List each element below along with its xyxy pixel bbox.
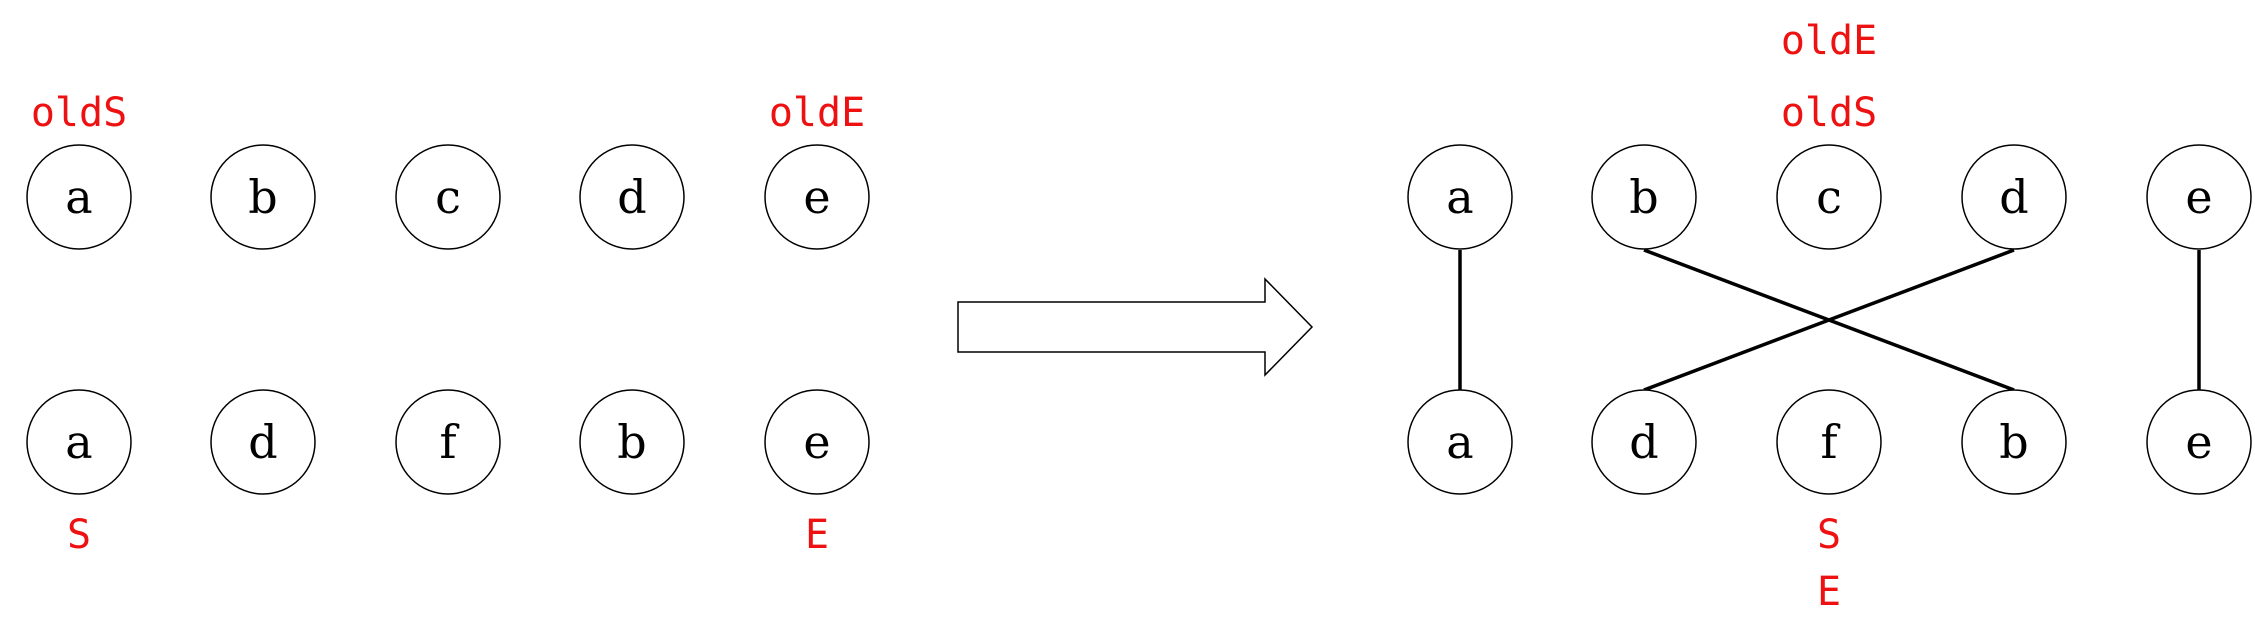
new-node-d: d — [1591, 389, 1697, 495]
old-node-a: a — [1407, 144, 1513, 250]
new-node-a: a — [26, 389, 132, 495]
new-node-e: e — [2146, 389, 2252, 495]
old-node-d: d — [1961, 144, 2067, 250]
after-panel: a b c d e a d f — [1407, 18, 2252, 615]
new-node-label: e — [803, 415, 830, 469]
old-node-c: c — [1776, 144, 1882, 250]
old-node-label: e — [803, 170, 830, 224]
old-node-label: d — [1999, 170, 2028, 224]
new-node-label: a — [65, 415, 92, 469]
match-edge-d — [1643, 248, 2015, 392]
old-node-b: b — [1591, 144, 1697, 250]
old-start-pointer-label: oldS — [31, 90, 127, 136]
old-node-d: d — [579, 144, 685, 250]
new-node-a: a — [1407, 389, 1513, 495]
old-node-e: e — [764, 144, 870, 250]
new-node-label: a — [1446, 415, 1473, 469]
right-arrow-icon — [957, 277, 1314, 377]
new-node-label: f — [439, 415, 459, 469]
before-panel: a b c d e a d f — [26, 90, 870, 558]
old-node-label: c — [1816, 170, 1842, 224]
new-node-label: d — [248, 415, 277, 469]
old-node-e: e — [2146, 144, 2252, 250]
new-start-pointer-label: S — [67, 512, 91, 558]
new-node-label: b — [1999, 415, 2028, 469]
old-node-b: b — [210, 144, 316, 250]
old-node-label: b — [248, 170, 277, 224]
new-node-label: e — [2185, 415, 2212, 469]
old-node-label: a — [1446, 170, 1473, 224]
old-node-label: e — [2185, 170, 2212, 224]
old-end-pointer-label: oldE — [769, 90, 865, 136]
old-node-c: c — [395, 144, 501, 250]
old-start-pointer-label: oldS — [1781, 90, 1877, 136]
new-node-b: b — [579, 389, 685, 495]
new-node-label: b — [617, 415, 646, 469]
new-node-d: d — [210, 389, 316, 495]
new-node-f: f — [1776, 389, 1882, 495]
old-node-label: c — [435, 170, 461, 224]
new-start-pointer-label: S — [1817, 512, 1841, 558]
new-end-pointer-label: E — [1817, 569, 1841, 615]
new-node-b: b — [1961, 389, 2067, 495]
new-node-f: f — [395, 389, 501, 495]
new-node-e: e — [764, 389, 870, 495]
old-node-label: b — [1629, 170, 1658, 224]
new-end-pointer-label: E — [805, 512, 829, 558]
new-node-label: f — [1820, 415, 1840, 469]
old-node-label: a — [65, 170, 92, 224]
new-node-label: d — [1629, 415, 1658, 469]
old-node-label: d — [617, 170, 646, 224]
old-end-pointer-label: oldE — [1781, 18, 1877, 64]
old-node-a: a — [26, 144, 132, 250]
